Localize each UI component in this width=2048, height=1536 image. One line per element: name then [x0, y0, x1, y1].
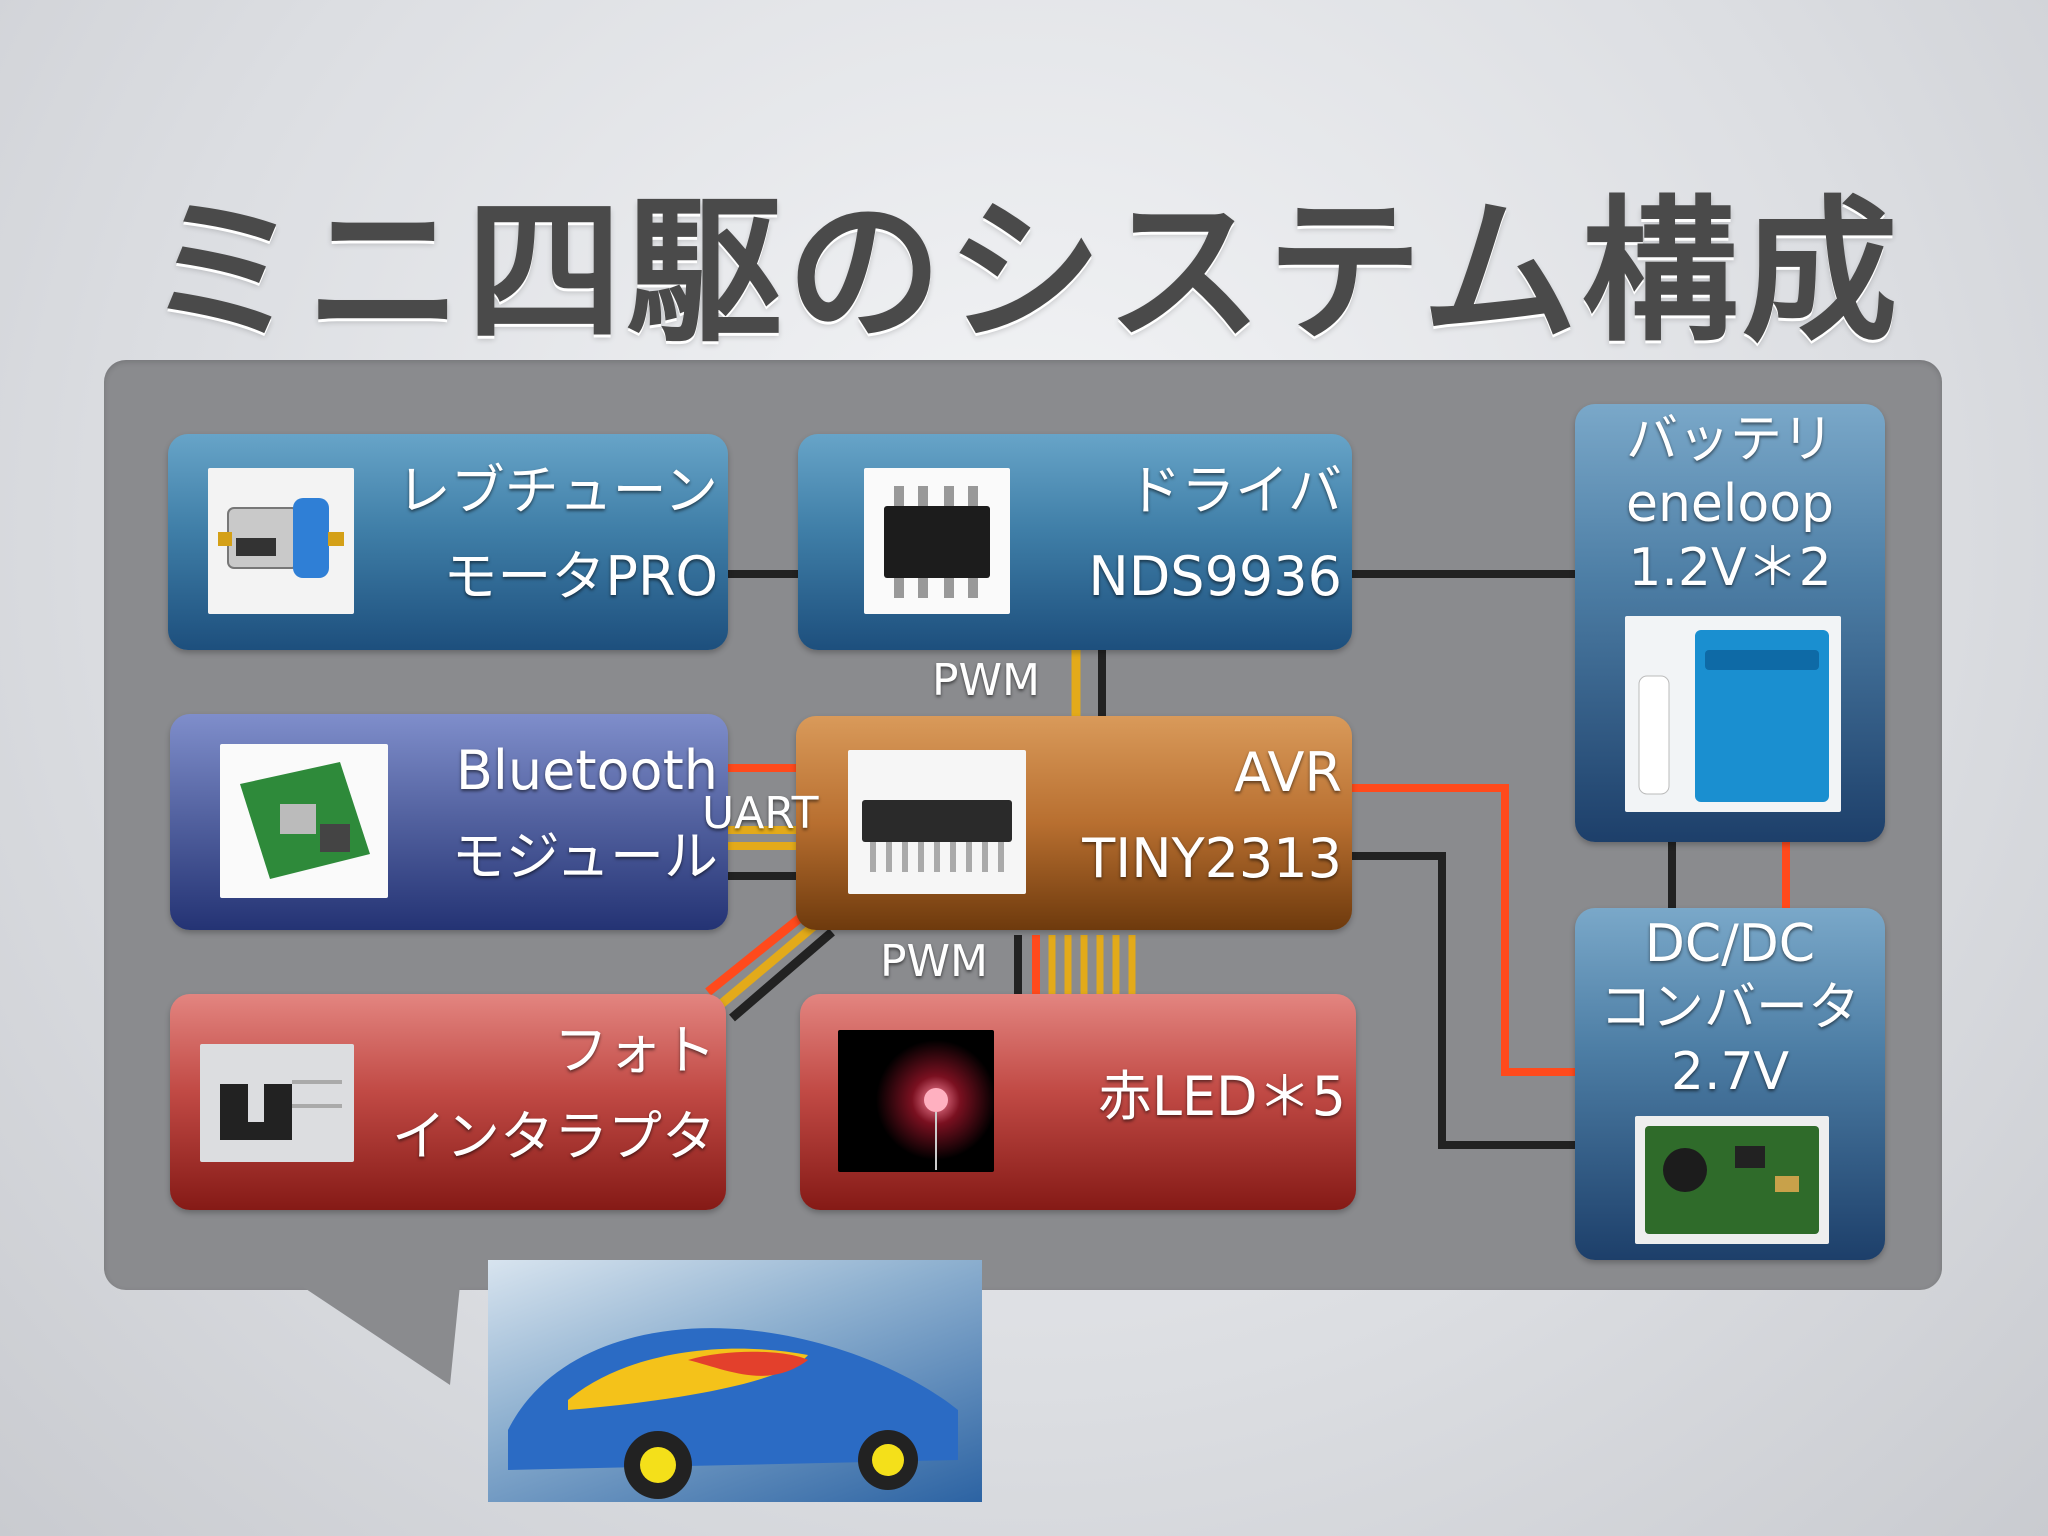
wire-avr-dcdc-black	[1352, 852, 1575, 1149]
red-led-photo	[838, 1030, 994, 1172]
node-avr: AVR TINY2313	[796, 716, 1352, 930]
avr-label-line2: TINY2313	[1082, 827, 1342, 890]
avr-label-line1: AVR	[1234, 741, 1342, 804]
wire-led-yellow-group	[1048, 935, 1136, 994]
car-illustration	[508, 1328, 958, 1499]
node-dcdc: DC/DC コンバータ 2.7V	[1575, 908, 1885, 1260]
battery-label-line2: eneloop	[1625, 474, 1835, 534]
slide-title: ミニ四駆のシステム構成	[146, 181, 1902, 363]
battery-label-line1: バッテリ	[1625, 410, 1834, 470]
wire-avr-dcdc-red	[1352, 784, 1575, 1076]
node-motor: レブチューン モータPRO	[168, 434, 728, 650]
wire-photo-black	[729, 928, 835, 1022]
bluetooth-label-line2: モジュール	[451, 825, 718, 888]
motor-label-line2: モータPRO	[443, 545, 718, 608]
wire-photo-yellow	[717, 921, 818, 1009]
dcdc-board-photo	[1635, 1116, 1829, 1244]
dcdc-label-line3: 2.7V	[1670, 1042, 1790, 1102]
bluetooth-label-line1: Bluetooth	[455, 739, 718, 802]
wire-photo-red	[705, 914, 803, 996]
dcdc-label-line2: コンバータ	[1599, 978, 1860, 1038]
motor-photo	[208, 468, 354, 614]
node-photo-interrupter: フォト インタラプタ	[170, 994, 726, 1210]
led-label-line1: 赤LED＊5	[1097, 1065, 1346, 1128]
avr-chip-photo	[848, 750, 1026, 894]
driver-label-line2: NDS9936	[1088, 545, 1342, 608]
label-pwm-bottom: PWM	[880, 936, 989, 987]
photo-interrupter-photo	[200, 1044, 354, 1162]
eneloop-battery-photo	[1625, 616, 1841, 812]
node-driver: ドライバ NDS9936	[798, 434, 1352, 650]
mini4wd-car-photo	[488, 1260, 982, 1502]
label-uart: UART	[702, 788, 819, 839]
motor-label-line1: レブチューン	[396, 459, 718, 522]
driver-chip-photo	[864, 468, 1010, 614]
battery-label-line3: 1.2V＊2	[1628, 538, 1832, 598]
photo-label-line2: インタラプタ	[392, 1105, 716, 1168]
label-pwm-top: PWM	[932, 655, 1041, 706]
dcdc-label-line1: DC/DC	[1644, 914, 1816, 974]
driver-label-line1: ドライバ	[1127, 459, 1342, 522]
node-battery: バッテリ eneloop 1.2V＊2	[1575, 404, 1885, 842]
node-led: 赤LED＊5	[800, 994, 1356, 1210]
photo-label-line1: フォト	[554, 1019, 716, 1082]
node-bluetooth: Bluetooth モジュール	[170, 714, 728, 930]
bluetooth-module-photo	[220, 744, 388, 898]
